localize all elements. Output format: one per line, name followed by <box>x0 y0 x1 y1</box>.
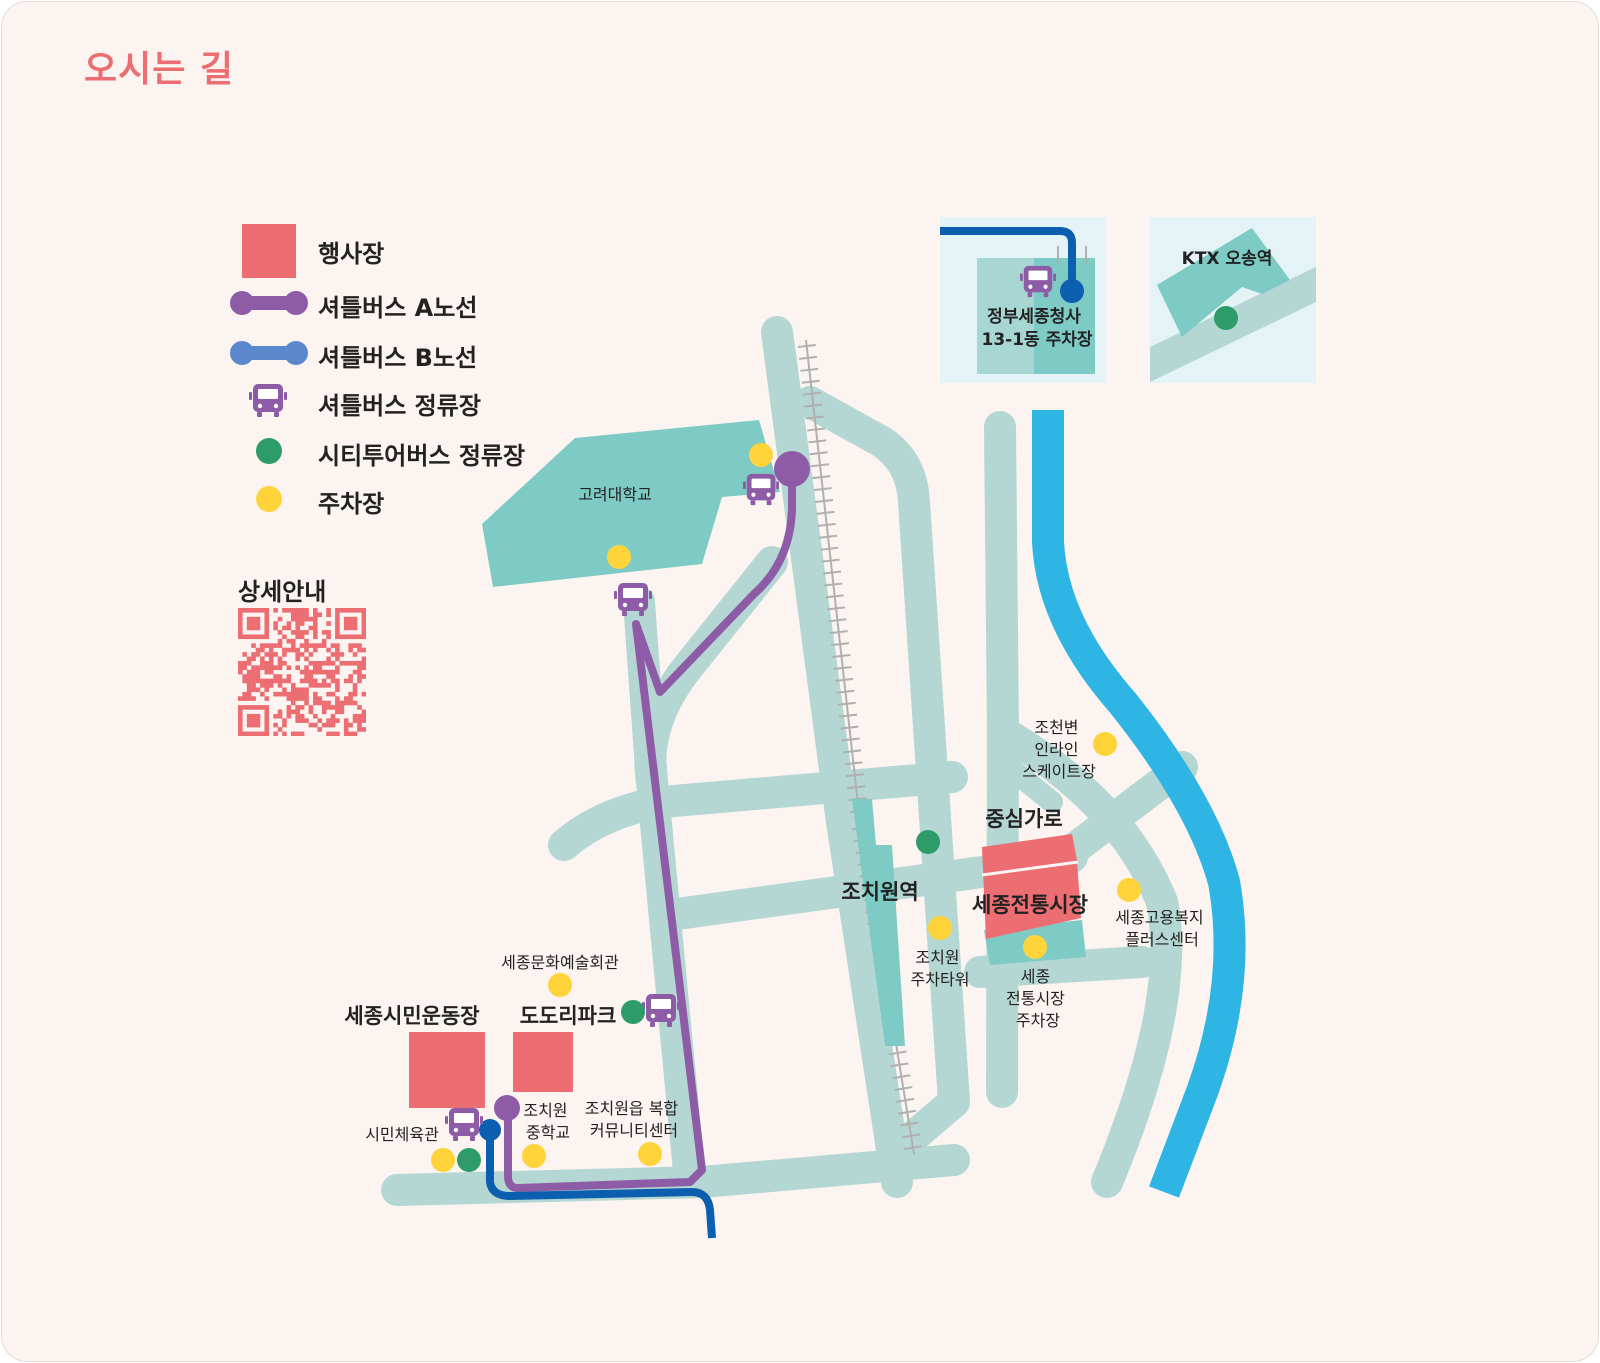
inset-ktx: KTX 오송역 <box>1150 217 1316 383</box>
citizen-stadium-venue <box>409 1032 485 1108</box>
legend-item-shuttle-stop: 셔틀버스 정류장 <box>232 382 572 422</box>
legend-label-shuttle-stop: 셔틀버스 정류장 <box>318 392 481 420</box>
legend-label-city-tour: 시티투어버스 정류장 <box>318 442 526 470</box>
road-main-vertical <box>761 316 913 1198</box>
ktx-osong-label: KTX 오송역 <box>1182 249 1273 269</box>
qr-code-icon[interactable] <box>238 608 366 736</box>
yellow-dot-icon <box>749 443 773 467</box>
legend-item-parking: 주차장 <box>232 480 572 520</box>
yellow-dot-icon <box>548 973 572 997</box>
shuttle-b-endpoint-south <box>479 1119 501 1141</box>
legend-item-shuttle-b: 셔틀버스 B노선 <box>230 334 572 374</box>
yellow-dot-icon <box>1023 935 1047 959</box>
legend-label-parking: 주차장 <box>318 490 385 518</box>
jochiwon-parking-tower-label: 조치원 주차타워 <box>911 948 970 989</box>
green-dot-icon <box>621 1000 645 1024</box>
citizen-stadium-label: 세종시민운동장 <box>344 1004 479 1028</box>
government-parking-label: 정부세종청사 13-1동 주차장 <box>981 306 1092 350</box>
venue-divider <box>981 860 1079 877</box>
citizen-gym-label: 시민체육관 <box>365 1125 439 1144</box>
bus-icon <box>743 473 779 506</box>
green-dot-icon <box>916 830 940 854</box>
korea-university-label: 고려대학교 <box>578 485 652 504</box>
green-dot-icon <box>256 438 282 464</box>
legend-label-shuttle-b: 셔틀버스 B노선 <box>318 344 478 372</box>
dodori-park-label: 도도리파크 <box>520 1004 617 1028</box>
legend-item-city-tour: 시티투어버스 정류장 <box>232 432 572 472</box>
yellow-dot-icon <box>431 1148 455 1172</box>
shuttle-a-endpoint-north <box>774 451 810 487</box>
yellow-dot-icon <box>928 916 952 940</box>
shuttle-a-line-icon <box>230 291 308 315</box>
road-east-vertical <box>794 386 970 1158</box>
yellow-dot-icon <box>1093 732 1117 756</box>
yellow-dot-icon <box>1117 878 1141 902</box>
road-market-south <box>964 946 1158 988</box>
shuttle-b-line-icon <box>230 341 308 365</box>
road-bottom <box>381 1144 970 1206</box>
market-venue <box>982 834 1081 939</box>
legend-label-shuttle-a: 셔틀버스 A노선 <box>318 294 478 322</box>
arts-center-label: 세종문화예술회관 <box>501 953 619 972</box>
legend-label-venue: 행사장 <box>318 240 385 268</box>
jochiwon-station-label: 조치원역 <box>841 880 918 904</box>
page-title: 오시는 길 <box>84 49 235 90</box>
legend-item-shuttle-a: 셔틀버스 A노선 <box>230 284 572 324</box>
road-horizontal-1 <box>548 761 968 861</box>
yellow-dot-icon <box>522 1144 546 1168</box>
korea-university-area <box>482 420 780 587</box>
bus-icon <box>445 1108 483 1141</box>
yellow-dot-icon <box>638 1142 662 1166</box>
shuttle-b-route <box>486 1132 716 1239</box>
road-inner-stripe <box>992 751 1063 813</box>
detail-info-label: 상세안내 <box>238 578 327 606</box>
jochiwon-station-platform <box>852 799 905 1046</box>
traditional-market-label: 세종전통시장 <box>972 893 1088 917</box>
shuttle-a-endpoint-south <box>494 1095 520 1121</box>
jungsim-garo-label: 중심가로 <box>985 807 1062 831</box>
legend-item-venue: 행사장 <box>232 224 572 278</box>
river <box>1032 410 1246 1198</box>
yellow-dot-icon <box>256 486 282 512</box>
yellow-dot-icon <box>607 545 631 569</box>
market-parking-label: 세종 전통시장 주차장 <box>1006 967 1070 1030</box>
green-dot-icon <box>457 1148 481 1172</box>
skate-rink-label: 조천변 인라인 스케이트장 <box>1022 718 1096 781</box>
middle-school-label: 조치원 중학교 <box>523 1101 572 1142</box>
employment-center-label: 세종고용복지 플러스센터 <box>1115 908 1208 949</box>
bus-icon <box>249 384 287 417</box>
community-center-label: 조치원읍 복합 커뮤니티센터 <box>585 1099 684 1140</box>
dodori-park-venue <box>513 1032 573 1092</box>
venue-swatch-icon <box>242 224 296 278</box>
shuttle-a-route <box>504 472 796 1192</box>
road-east-curve <box>987 716 1183 1198</box>
inset-government: 정부세종청사 13-1동 주차장 <box>940 217 1106 383</box>
